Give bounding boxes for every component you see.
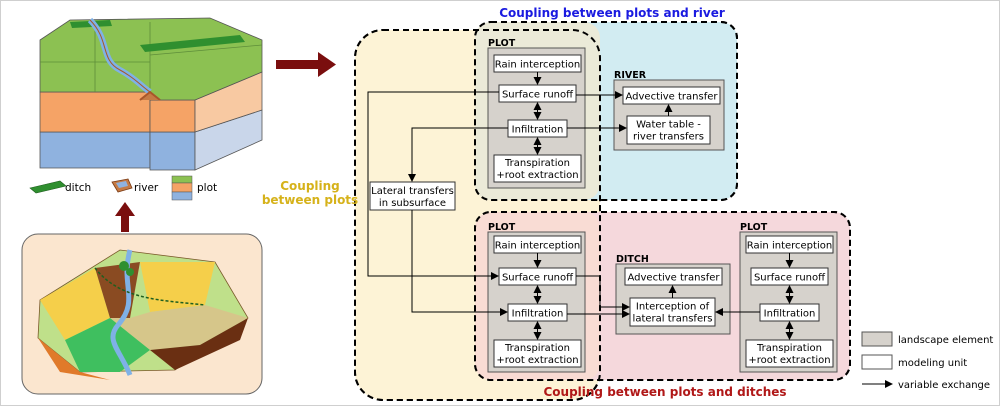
- legend-landscape-label: landscape element: [898, 335, 993, 346]
- plot-label-top: PLOT: [488, 38, 516, 49]
- surface-runoff-label-bottom-left: Surface runoff: [502, 273, 574, 284]
- lateral-transfers-label-2: in subsurface: [379, 198, 446, 209]
- plot-label-bottom-left: PLOT: [488, 222, 516, 233]
- transpiration-label-bottom-left-2: +root extraction: [496, 355, 578, 366]
- surface-runoff-label-bottom-right: Surface runoff: [754, 273, 826, 284]
- legend-arrow-label: variable exchange: [898, 380, 990, 391]
- plots-coupling-title-line1: Coupling: [280, 179, 340, 193]
- infiltration-label-bottom-left: Infiltration: [512, 309, 564, 320]
- plots-coupling-title-line2: between plots: [262, 193, 358, 207]
- legend-modeling-swatch: [861, 354, 893, 370]
- interception-lateral-unit: [629, 297, 716, 327]
- variable-exchange-arrows: [367, 72, 794, 340]
- transpiration-label-bottom-right-2: +root extraction: [748, 355, 830, 366]
- ditch-label: DITCH: [616, 254, 649, 265]
- plot-legend-icon: [171, 175, 193, 201]
- legend-landscape-swatch: [861, 331, 893, 347]
- upscale-arrow: [115, 202, 135, 232]
- interception-lateral-label-1: Interception of: [636, 302, 710, 313]
- plots-river-title: Coupling between plots and river: [499, 6, 725, 20]
- rain-interception-label-top: Rain interception: [495, 60, 580, 71]
- plot-label-bottom-right: PLOT: [740, 222, 768, 233]
- lateral-transfers-unit: [369, 181, 456, 211]
- advective-transfer-label-river: Advective transfer: [625, 92, 718, 103]
- ditch-legend-icon: [29, 180, 67, 194]
- catchment-illustration: [21, 233, 263, 395]
- to-model-arrow: [276, 52, 336, 77]
- transpiration-label-top-2: +root extraction: [496, 170, 578, 181]
- rain-interception-label-bottom-right: Rain interception: [747, 241, 832, 252]
- infiltration-label-top: Infiltration: [512, 125, 564, 136]
- ditch-legend-label: ditch: [65, 182, 91, 194]
- surface-runoff-label-top: Surface runoff: [502, 90, 574, 101]
- river-legend-label: river: [134, 182, 159, 194]
- infiltration-label-bottom-right: Infiltration: [764, 309, 816, 320]
- lateral-transfers-label-1: Lateral transfers: [371, 186, 454, 197]
- water-table-label-2: river transfers: [633, 132, 704, 143]
- advective-transfer-label-ditch: Advective transfer: [627, 273, 720, 284]
- interception-lateral-label-2: lateral transfers: [633, 314, 713, 325]
- plots-ditches-title: Coupling between plots and ditches: [543, 385, 786, 399]
- legend-modeling-label: modeling unit: [898, 358, 967, 369]
- plot-legend-label: plot: [197, 182, 217, 194]
- transpiration-label-top-1: Transpiration: [504, 158, 570, 169]
- transpiration-unit-top: [493, 154, 582, 183]
- water-table-label-1: Water table -: [636, 120, 701, 131]
- transpiration-label-bottom-left-1: Transpiration: [504, 343, 570, 354]
- water-table-unit: [626, 115, 711, 145]
- transpiration-label-bottom-right-1: Transpiration: [756, 343, 822, 354]
- transpiration-unit-bottom-right: [745, 339, 834, 368]
- river-legend-icon: [111, 178, 133, 193]
- rain-interception-label-bottom-left: Rain interception: [495, 241, 580, 252]
- river-label: RIVER: [614, 70, 647, 81]
- landscape-block-illustration: [39, 17, 263, 171]
- transpiration-unit-bottom-left: [493, 339, 582, 368]
